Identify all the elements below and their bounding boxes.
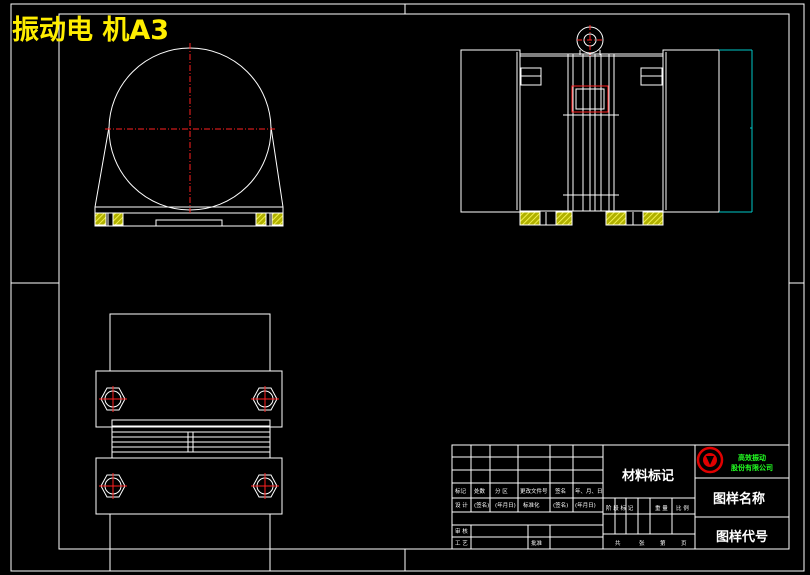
rev-header-zone: 分 区 — [495, 487, 508, 495]
sheet-no-label: 第 — [660, 539, 666, 547]
base-bolt-section — [94, 212, 107, 226]
company-name-line-1: 高效振动 — [738, 453, 766, 462]
standardization-label: 标准化 — [523, 501, 540, 509]
drawing-title: 振动电 机A3 — [12, 15, 169, 46]
company-name-line-2: 股份有限公司 — [730, 463, 773, 472]
design-label: 设 计 — [455, 501, 468, 509]
top-view — [95, 313, 283, 572]
review-label: 审 核 — [455, 527, 468, 535]
rev-header-mark: 标记 — [455, 487, 467, 495]
front-view — [94, 47, 284, 227]
design-date: (年月日) — [495, 501, 516, 509]
top-view-bolt-center-lines — [99, 386, 279, 499]
sheet-unit-label: 张 — [639, 539, 645, 547]
rev-header-doc: 更改文件号 — [520, 487, 548, 495]
base-bolt-section — [255, 212, 267, 226]
scale-label: 比 例 — [676, 504, 689, 512]
drawing-code-label: 图样代号 — [716, 529, 768, 545]
sheet-total-label: 共 — [615, 539, 621, 547]
process-label: 工 艺 — [455, 540, 468, 547]
foot-bolt-section — [519, 211, 541, 226]
foot-bolt-section — [642, 211, 664, 226]
approve-label: 批准 — [531, 539, 543, 547]
drawing-name-label: 图样名称 — [713, 491, 765, 507]
rev-header-sign: 签名 — [555, 487, 566, 495]
design-sign: (签名) — [474, 501, 489, 509]
stage-mark-label: 阶 段 标 记 — [606, 504, 634, 512]
rev-header-date: 年、月、日 — [575, 487, 603, 495]
base-bolt-section — [112, 212, 124, 226]
base-bolt-section — [271, 212, 284, 226]
standardization-sign: (签名) — [553, 501, 568, 509]
side-view-center-lines — [577, 25, 603, 56]
front-view-center-lines — [105, 43, 275, 213]
side-view-cyan-outline — [719, 49, 753, 213]
company-logo-icon — [696, 446, 724, 474]
material-label: 材料标记 — [622, 468, 674, 484]
title-block — [451, 444, 790, 550]
drawing-frame — [10, 3, 805, 572]
foot-bolt-section — [555, 211, 573, 226]
foot-bolt-section — [605, 211, 627, 226]
side-view — [460, 26, 720, 226]
weight-label: 重 量 — [655, 504, 668, 512]
rev-header-count: 处数 — [474, 487, 486, 495]
standardization-date: (年月日) — [575, 501, 596, 509]
page-label: 页 — [681, 540, 687, 547]
